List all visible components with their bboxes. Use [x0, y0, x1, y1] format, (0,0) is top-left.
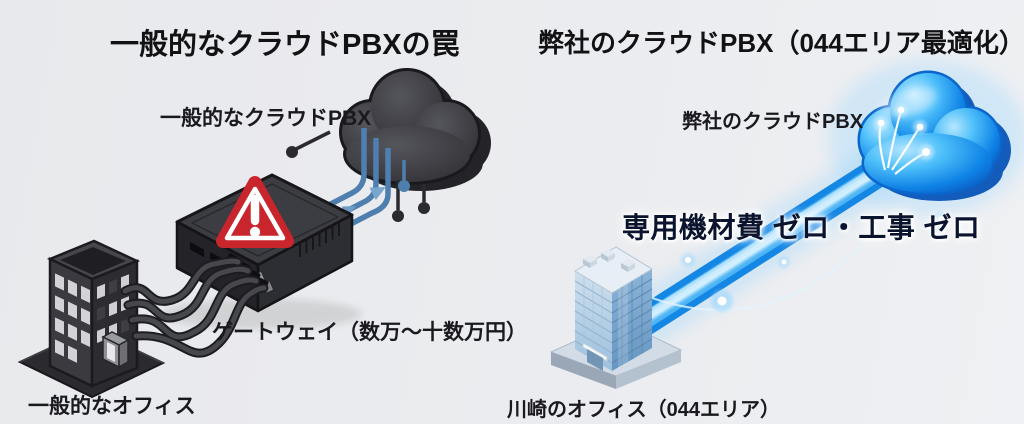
fiber-beam-icon: [613, 131, 927, 351]
dark-office-building-icon: [17, 239, 166, 399]
circuit-stub-icons: [286, 130, 430, 222]
right-office-label: 川崎のオフィス（044エリア）: [507, 399, 780, 421]
left-office-label: 一般的なオフィス: [28, 395, 196, 418]
warning-triangle-icon: [216, 176, 294, 248]
left-cloud-label: 一般的なクラウドPBX: [160, 107, 372, 130]
glossy-blue-cloud-icon: [857, 70, 1011, 201]
right-panel-art: [549, 60, 1024, 389]
data-arc-icon: [651, 234, 873, 311]
uplink-lines-icon: [296, 128, 391, 246]
benefit-label: 専用機材費 ゼロ・工事 ゼロ: [622, 212, 981, 243]
left-panel-title: 一般的なクラウドPBXの罠: [110, 29, 460, 61]
uplink-arrow-icons: [341, 187, 386, 218]
sparkle-dot-icons: [681, 212, 948, 312]
blue-office-building-icon: [549, 246, 683, 389]
tangled-cables-icon: [120, 256, 269, 358]
right-cloud-label: 弊社のクラウドPBX: [682, 111, 864, 133]
dark-cloud-icon: [339, 68, 491, 191]
left-panel-art: [17, 68, 491, 399]
gateway-label: ゲートウェイ（数万～十数万円）: [212, 321, 527, 344]
right-panel-title: 弊社のクラウドPBX（044エリア最適化）: [538, 28, 1024, 58]
